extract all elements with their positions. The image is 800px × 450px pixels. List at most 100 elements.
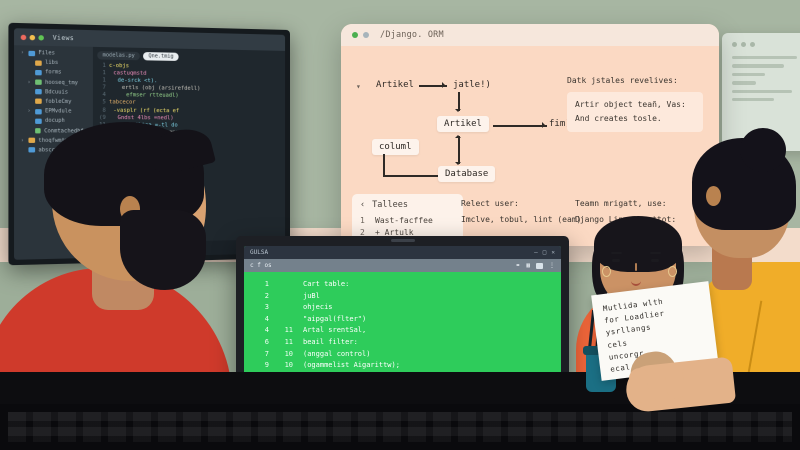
line-number: 5 — [95, 100, 106, 107]
keyboard-keys[interactable] — [8, 412, 792, 442]
terminal-line-number: 9 — [258, 360, 269, 372]
chevron-right-icon[interactable]: › — [27, 79, 31, 85]
file-tree-item[interactable]: docuph — [17, 118, 89, 125]
terminal-line: 611beail filter: — [258, 337, 561, 349]
laptop-window-controls[interactable]: – □ ✕ — [534, 249, 555, 256]
diagram-column-node: columl — [372, 139, 419, 155]
file-icon — [28, 138, 35, 143]
file-icon — [35, 70, 42, 75]
note-body: Artir object teañ, Vas: And creates tosl… — [567, 92, 703, 132]
terminal-gutter — [279, 279, 293, 291]
arrow-target-down — [458, 92, 460, 111]
person-center-earring-right — [668, 266, 677, 277]
terminal-line-number: 4 — [258, 314, 269, 326]
file-tree-item[interactable]: ›hooseq_tmy — [17, 79, 89, 86]
line-number: 7 — [95, 85, 106, 93]
file-icon — [28, 148, 35, 153]
column-2-heading: Teamn mrigatt, use: — [575, 196, 676, 212]
person-center-eye-right — [651, 259, 659, 262]
chevron-right-icon[interactable]: › — [27, 108, 31, 114]
note-line-2: And creates tosle. — [575, 112, 695, 126]
file-icon — [35, 89, 42, 94]
panel-icon[interactable] — [536, 263, 543, 269]
list-item-number: 1 — [360, 215, 366, 227]
terminal-line: 2juBl — [258, 291, 561, 303]
toolbar-left-label: c f os — [250, 262, 272, 269]
file-tree-label: Files — [38, 50, 55, 57]
panel-dot-icon — [741, 42, 746, 47]
terminal-line: 4"aipgal(flter") — [258, 314, 561, 326]
diagram-source-node: Artikel — [376, 77, 414, 93]
terminal-gutter — [279, 302, 293, 314]
terminal-gutter: 10 — [279, 349, 293, 361]
file-tree-item[interactable]: fobleCmy — [17, 98, 89, 105]
terminal-gutter: 10 — [279, 360, 293, 372]
file-tree-item[interactable]: ›EPMvdule — [17, 108, 89, 115]
terminal-text: beail filter: — [303, 337, 358, 349]
ide-tabbar[interactable]: modelas.pyQne.tmig — [95, 51, 283, 63]
grid-icon[interactable]: ▦ — [526, 262, 530, 269]
laptop-toolbar[interactable]: c f os ⚭ ▦ ⋮ — [244, 259, 561, 272]
line-number: (9 — [95, 114, 106, 121]
terminal-gutter: 11 — [279, 337, 293, 349]
person-center-hair — [594, 216, 682, 272]
file-tree-label: forms — [45, 69, 62, 76]
editor-tab[interactable]: Qne.tmig — [143, 52, 179, 61]
chevron-down-icon[interactable]: ▾ — [356, 82, 361, 91]
terminal-text: Cart table: — [303, 279, 349, 291]
terminal-line: 4 11 Artal srentSal, — [258, 325, 561, 337]
more-icon[interactable]: ⋮ — [549, 262, 555, 269]
file-tree-item[interactable]: › Files — [17, 50, 89, 58]
terminal-line-number: 4 — [258, 325, 269, 337]
file-icon — [35, 60, 42, 65]
placeholder-line — [732, 90, 792, 93]
close-icon[interactable]: ✕ — [551, 249, 555, 256]
terminal-line-number: 3 — [258, 302, 269, 314]
maximize-icon[interactable]: □ — [543, 249, 547, 256]
file-tree-item[interactable]: Bdcuuis — [17, 89, 89, 96]
terminal-text: (anggal control) — [303, 349, 370, 361]
placeholder-line — [732, 56, 797, 59]
file-tree-item[interactable]: forms — [17, 69, 89, 76]
person-left-beard — [120, 210, 206, 290]
placeholder-line — [732, 98, 774, 101]
file-tree-item[interactable]: libs — [17, 59, 89, 67]
line-number: 4 — [95, 92, 106, 100]
terminal-text: Artal srentSal, — [303, 325, 366, 337]
arrow-source-to-target — [419, 85, 447, 87]
file-icon — [35, 99, 42, 104]
maximize-dot-icon[interactable] — [38, 35, 44, 40]
arrow-center-database-bidirectional — [458, 136, 460, 164]
toolbar-icon-group[interactable]: ⚭ ▦ ⋮ — [515, 262, 555, 269]
list-item[interactable]: 1Wast-facffee — [360, 215, 455, 227]
webcam-icon — [391, 239, 415, 242]
file-tree-label: Bdcuuis — [45, 89, 68, 96]
ide-window-title: Views — [53, 34, 74, 42]
minimize-icon[interactable]: – — [534, 249, 538, 256]
file-icon — [35, 118, 42, 123]
panel-status-dot-gray-icon — [363, 32, 369, 38]
close-dot-icon[interactable] — [21, 34, 27, 39]
terminal-gutter: 11 — [279, 325, 293, 337]
terminal-line: 3ohjecis — [258, 302, 561, 314]
django-orm-panel[interactable]: /Django. ORM ▾ Artikel jatle!) Artikel f… — [341, 24, 719, 246]
panel-dot-icon — [732, 42, 737, 47]
note-heading: Datk jstales revelives: — [567, 76, 703, 85]
file-tree-label: libs — [45, 60, 58, 67]
note-line-1: Artir object teañ, Vas: — [575, 98, 695, 112]
minimize-dot-icon[interactable] — [30, 34, 36, 39]
link-icon[interactable]: ⚭ — [515, 262, 520, 269]
terminal-line-number: 7 — [258, 349, 269, 361]
terminal-line: 1 Cart table: — [258, 279, 561, 291]
chevron-right-icon[interactable]: › — [21, 137, 25, 143]
panel-title: /Django. ORM — [380, 30, 444, 40]
chevron-left-icon[interactable]: ‹ — [360, 200, 365, 210]
connector-column-vertical — [383, 154, 385, 177]
terminal-line-number: 1 — [258, 279, 269, 291]
editor-tab[interactable]: modelas.py — [97, 51, 140, 60]
line-number: 1 — [95, 70, 106, 78]
placeholder-line — [732, 64, 784, 67]
terminal-gutter — [279, 314, 293, 326]
chevron-right-icon[interactable]: › — [21, 50, 25, 56]
